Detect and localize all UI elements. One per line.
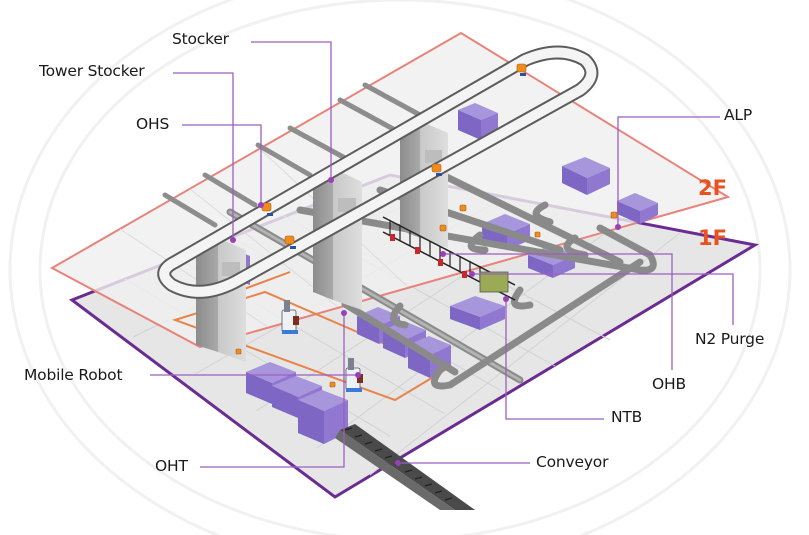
label-ntb: NTB bbox=[611, 408, 643, 426]
ohs-loop-2f bbox=[157, 45, 599, 299]
background-arcs bbox=[8, 0, 792, 535]
ntb-rack bbox=[382, 216, 516, 301]
label-ohs: OHS bbox=[136, 115, 170, 133]
label-oht: OHT bbox=[155, 457, 188, 475]
callout-line-tower-stocker bbox=[173, 72, 234, 240]
label-n2-purge: N2 Purge bbox=[695, 330, 765, 348]
callout-line-ohb bbox=[443, 253, 673, 370]
carrier-rails bbox=[267, 73, 526, 249]
tool-box bbox=[450, 296, 505, 330]
label-alp: ALP bbox=[724, 106, 752, 124]
tool-box bbox=[298, 390, 348, 444]
label-conveyor: Conveyor bbox=[536, 453, 609, 471]
label-tower-stocker: Tower Stocker bbox=[39, 62, 145, 80]
floor-tag-1f: 1F bbox=[698, 226, 727, 250]
tower-stocker-unit bbox=[196, 238, 246, 362]
callout-lines bbox=[150, 41, 734, 468]
callout-line-oht bbox=[200, 313, 345, 468]
label-mobile-robot: Mobile Robot bbox=[24, 366, 123, 384]
label-stocker: Stocker bbox=[172, 30, 229, 48]
crossbars-2f bbox=[162, 82, 423, 228]
callout-dots bbox=[230, 177, 621, 466]
callout-line-ntb bbox=[505, 299, 604, 420]
callout-line-alp bbox=[617, 116, 720, 227]
tool-box bbox=[562, 157, 610, 195]
mobile-robot-unit bbox=[281, 300, 299, 334]
tool-box bbox=[617, 193, 658, 224]
callout-line-stocker bbox=[251, 41, 332, 180]
callout-line-n2-purge bbox=[472, 273, 734, 325]
label-ohb: OHB bbox=[652, 375, 686, 393]
callout-line-ohs bbox=[182, 124, 262, 205]
floor-tag-2f: 2F bbox=[698, 176, 727, 200]
